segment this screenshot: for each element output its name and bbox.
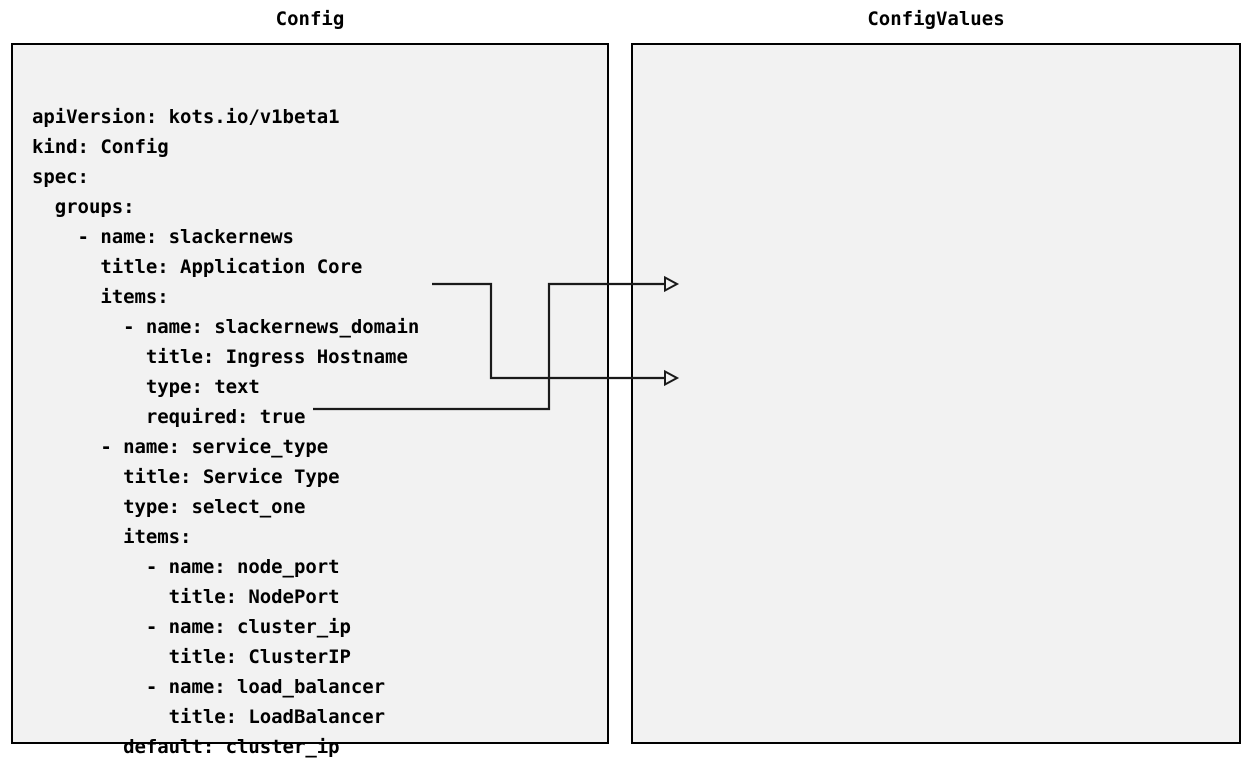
config-yaml-line: groups: (32, 196, 135, 218)
config-panel-title: Config (275, 8, 345, 30)
config-yaml-line: kind: Config (32, 136, 169, 158)
config-yaml-line: - name: cluster_ip (32, 616, 351, 638)
config-panel: apiVersion: kots.io/v1beta1 kind: Config s… (11, 43, 609, 758)
config-yaml-line: title: Ingress Hostname (32, 346, 408, 368)
config-yaml-line: title: LoadBalancer (32, 706, 386, 728)
config-yaml-line: type: select_one (32, 496, 306, 518)
config-yaml-line: - name: slackernews (32, 226, 294, 248)
config-yaml-line: default: cluster_ip (32, 736, 340, 758)
config-yaml-line: title: NodePort (32, 586, 340, 608)
config-yaml-line: title: Service Type (32, 466, 340, 488)
config-yaml-line: required: true (32, 406, 306, 428)
config-yaml-line: - name: slackernews_domain (32, 316, 420, 338)
config-yaml-line: items: (32, 526, 192, 548)
config-yaml-line: - name: service_type (32, 436, 329, 458)
configvalues-panel-title: ConfigValues (867, 8, 1005, 30)
config-yaml-line: spec: (32, 166, 89, 188)
config-yaml-line: - name: load_balancer (32, 676, 386, 698)
config-yaml-line: title: ClusterIP (32, 646, 351, 668)
config-yaml-block: apiVersion: kots.io/v1beta1 kind: Config s… (32, 102, 419, 762)
config-yaml-line: apiVersion: kots.io/v1beta1 (32, 106, 340, 128)
config-yaml-line: title: Application Core (32, 256, 363, 278)
config-yaml-line: type: text (32, 376, 260, 398)
config-yaml-line: items: (32, 286, 169, 308)
config-yaml-line: - name: node_port (32, 556, 340, 578)
